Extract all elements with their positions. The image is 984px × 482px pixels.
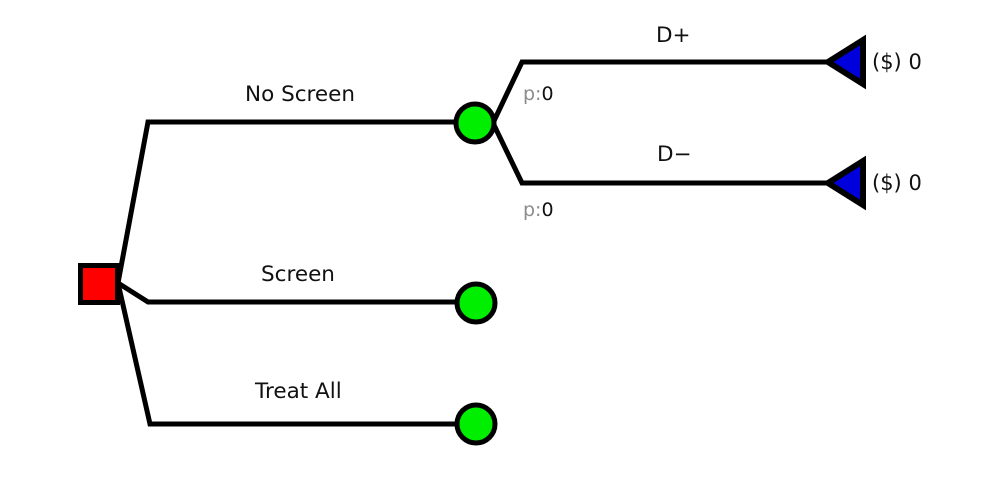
branch-line-screen — [116, 280, 456, 305]
root-decision-node[interactable] — [78, 263, 120, 305]
payoff-value-d-negative: 0 — [908, 171, 922, 195]
terminal-node-d-positive[interactable] — [822, 34, 866, 90]
probability-label-d-negative: p:0 — [523, 199, 554, 221]
probability-prefix-d-positive: p: — [523, 83, 542, 105]
payoff-value-d-positive: 0 — [908, 50, 922, 74]
branch-line-treat-all — [115, 282, 456, 427]
branch-label-treat-all: Treat All — [255, 379, 342, 404]
chance-node-no-screen[interactable] — [453, 101, 497, 145]
branch-label-d-negative: D− — [657, 142, 692, 167]
branch-line-d-negative — [490, 121, 831, 186]
probability-label-d-positive: p:0 — [523, 83, 554, 105]
branch-label-no-screen: No Screen — [245, 82, 355, 107]
probability-value-d-negative: 0 — [541, 199, 554, 221]
chance-node-treat-all[interactable] — [454, 402, 498, 446]
payoff-label-d-negative: ($) 0 — [872, 171, 922, 195]
payoff-label-d-positive: ($) 0 — [872, 50, 922, 74]
payoff-prefix-d-negative: ($) — [872, 171, 902, 195]
terminal-node-d-negative[interactable] — [822, 155, 866, 211]
branch-line-d-positive — [490, 59, 831, 125]
probability-prefix-d-negative: p: — [523, 199, 542, 221]
branch-line-no-screen — [115, 119, 455, 284]
branch-label-d-positive: D+ — [656, 23, 691, 48]
branch-label-screen: Screen — [261, 262, 335, 287]
payoff-prefix-d-positive: ($) — [872, 50, 902, 74]
chance-node-screen[interactable] — [454, 281, 498, 325]
probability-value-d-positive: 0 — [541, 83, 554, 105]
